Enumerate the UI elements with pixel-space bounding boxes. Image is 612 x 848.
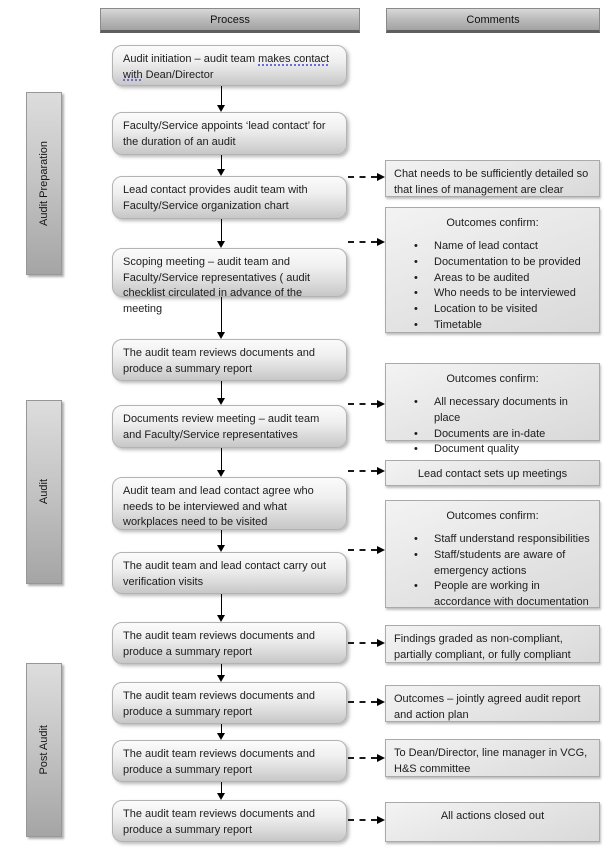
bullet-item: Timetable	[394, 318, 591, 334]
comment-box-agreed-report: Outcomes – jointly agreed audit report a…	[385, 685, 600, 722]
comments-column-header: Comments	[386, 8, 600, 33]
phase-bar-audit: Audit	[26, 400, 62, 584]
spellcheck-underlined-text: makes contact with	[123, 53, 330, 81]
flow-arrow-down-icon	[217, 724, 225, 740]
flow-arrow-down-icon	[217, 782, 225, 800]
process-box-documents-review-meeting: Documents review meeting – audit team an…	[112, 405, 347, 448]
process-box-review-documents-5: The audit team reviews documents and pro…	[112, 800, 347, 842]
bullet-item: People are working in accordance with do…	[394, 579, 591, 611]
process-box-audit-initiation: Audit initiation – audit team makes cont…	[112, 45, 347, 86]
dashed-arrow-right-icon	[348, 754, 385, 762]
bullet-item: Document quality	[394, 442, 591, 458]
flow-arrow-down-icon	[217, 664, 225, 682]
dashed-arrow-right-icon	[348, 238, 385, 246]
comment-title: Outcomes confirm:	[446, 373, 539, 385]
comment-box-lead-contact-meetings: Lead contact sets up meetings	[385, 460, 600, 486]
phase-label: Audit	[38, 479, 50, 505]
comment-text: Lead contact sets up meetings	[417, 468, 568, 480]
flow-arrow-down-icon	[217, 219, 225, 248]
bullet-item: Documents are in-date	[394, 427, 591, 443]
process-box-text: Dean/Director	[142, 68, 214, 81]
comment-box-documents-outcomes: Outcomes confirm: All necessary document…	[385, 363, 600, 458]
comment-text: Chat needs to be sufficiently detailed s…	[394, 168, 589, 196]
phase-label: Post Audit	[38, 725, 50, 775]
bullet-item: Areas to be audited	[394, 271, 591, 287]
process-box-organization-chart: Lead contact provides audit team with Fa…	[112, 176, 347, 219]
process-box-text: Documents review meeting – audit team an…	[123, 413, 320, 441]
phase-bar-audit-preparation: Audit Preparation	[26, 92, 62, 275]
process-column-header: Process	[100, 8, 360, 33]
comment-title: Outcomes confirm:	[446, 217, 539, 229]
process-box-text: Lead contact provides audit team with Fa…	[123, 184, 308, 212]
comment-text: To Dean/Director, line manager in VCG, H…	[394, 747, 588, 775]
process-box-review-documents-3: The audit team reviews documents and pro…	[112, 682, 347, 724]
process-box-scoping-meeting: Scoping meeting – audit team and Faculty…	[112, 248, 347, 315]
comment-bullet-list: All necessary documents in place Documen…	[394, 395, 591, 458]
comment-text: Outcomes – jointly agreed audit report a…	[394, 693, 581, 721]
dashed-arrow-right-icon	[348, 173, 385, 181]
process-box-review-documents-2: The audit team reviews documents and pro…	[112, 622, 347, 664]
bullet-item: Documentation to be provided	[394, 255, 591, 271]
comment-box-report-recipients: To Dean/Director, line manager in VCG, H…	[385, 739, 600, 777]
flow-arrow-down-icon	[217, 530, 225, 552]
process-box-agree-interviews: Audit team and lead contact agree who ne…	[112, 477, 347, 530]
flow-arrow-down-icon	[217, 155, 225, 176]
comments-header-label: Comments	[466, 13, 520, 26]
comment-box-scoping-outcomes: Outcomes confirm: Name of lead contact D…	[385, 207, 600, 334]
comment-box-chart-detail: Chat needs to be sufficiently detailed s…	[385, 160, 600, 197]
process-box-text: The audit team reviews documents and pro…	[123, 690, 315, 718]
dashed-arrow-right-icon	[348, 816, 385, 824]
process-box-appoint-lead-contact: Faculty/Service appoints ‘lead contact’ …	[112, 112, 347, 155]
process-box-text: Audit team and lead contact agree who ne…	[123, 485, 314, 528]
flow-arrow-down-icon	[217, 448, 225, 477]
bullet-item: Name of lead contact	[394, 239, 591, 255]
flow-arrow-down-icon	[217, 297, 225, 339]
phase-label: Audit Preparation	[38, 141, 50, 226]
comment-text: All actions closed out	[440, 810, 545, 822]
process-box-text: Scoping meeting – audit team and Faculty…	[123, 256, 311, 315]
process-box-text: The audit team and lead contact carry ou…	[123, 560, 327, 588]
flow-arrow-down-icon	[217, 86, 225, 112]
phase-bar-post-audit: Post Audit	[26, 663, 62, 837]
comment-text: Findings graded as non-compliant, partia…	[394, 633, 571, 661]
dashed-arrow-right-icon	[348, 467, 385, 475]
process-box-review-documents-1: The audit team reviews documents and pro…	[112, 339, 347, 381]
process-box-text: The audit team reviews documents and pro…	[123, 630, 315, 658]
process-box-verification-visits: The audit team and lead contact carry ou…	[112, 552, 347, 594]
process-box-text: Audit initiation – audit team	[123, 53, 259, 65]
flow-arrow-down-icon	[217, 594, 225, 622]
comment-bullet-list: Staff understand responsibilities Staff/…	[394, 532, 591, 611]
process-header-label: Process	[210, 13, 250, 26]
comment-box-verification-outcomes: Outcomes confirm: Staff understand respo…	[385, 500, 600, 608]
bullet-item: Staff/students are aware of emergency ac…	[394, 548, 591, 580]
process-box-text: The audit team reviews documents and pro…	[123, 748, 315, 776]
dashed-arrow-right-icon	[348, 698, 385, 706]
process-box-review-documents-4: The audit team reviews documents and pro…	[112, 740, 347, 782]
process-box-text: Faculty/Service appoints ‘lead contact’ …	[123, 120, 326, 148]
dashed-arrow-right-icon	[348, 546, 385, 554]
comment-box-actions-closed: All actions closed out	[385, 802, 600, 842]
comment-title: Outcomes confirm:	[446, 510, 539, 522]
dashed-arrow-right-icon	[348, 400, 385, 408]
comment-bullet-list: Name of lead contact Documentation to be…	[394, 239, 591, 334]
bullet-item: Location to be visited	[394, 302, 591, 318]
bullet-item: All necessary documents in place	[394, 395, 591, 427]
flow-arrow-down-icon	[217, 381, 225, 405]
comment-box-findings-graded: Findings graded as non-compliant, partia…	[385, 625, 600, 663]
process-box-text: The audit team reviews documents and pro…	[123, 808, 315, 836]
bullet-item: Who needs to be interviewed	[394, 286, 591, 302]
process-box-text: The audit team reviews documents and pro…	[123, 347, 315, 375]
dashed-arrow-right-icon	[348, 639, 385, 647]
bullet-item: Staff understand responsibilities	[394, 532, 591, 548]
